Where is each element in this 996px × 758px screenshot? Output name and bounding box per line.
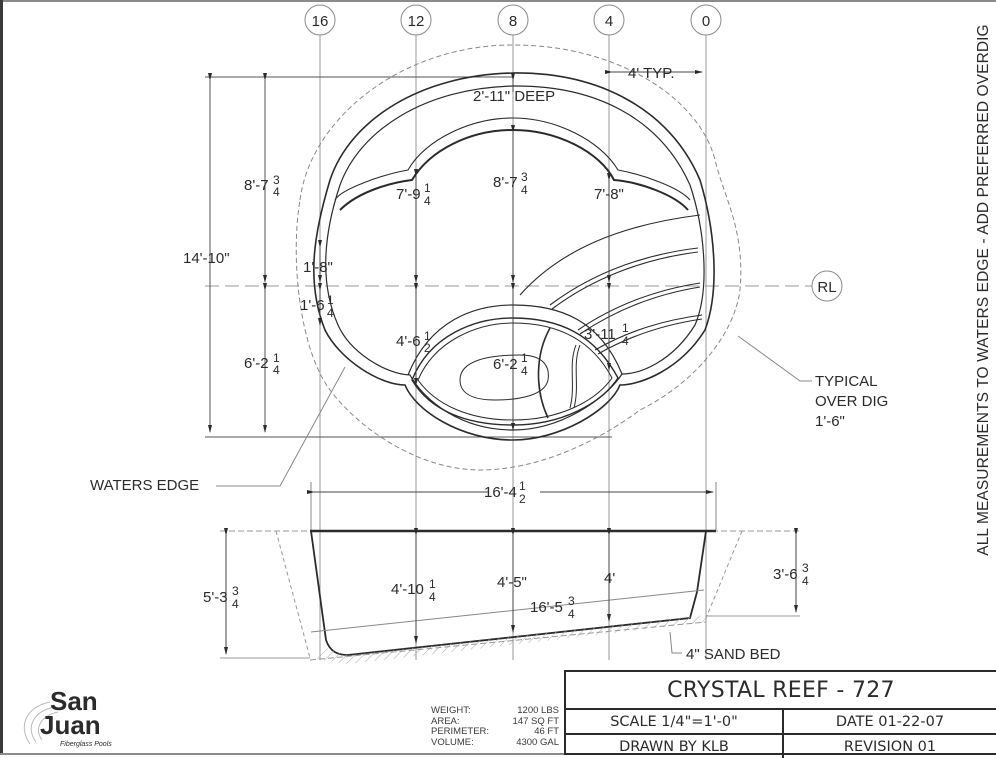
sheet-border-left [0,0,3,755]
floor-length-whole: 16'-5 [530,599,563,616]
overdig-callout-1: TYPICAL [815,373,878,390]
typ-spacing-label: 4' TYP. [628,65,675,82]
date-cell: DATE 01-22-07 [835,713,945,730]
station-label-8: 8 [509,13,517,30]
svg-text:3: 3 [568,594,575,608]
overdig-leader [737,335,812,382]
sheet-border-top [0,0,996,2]
svg-text:4: 4 [802,574,809,588]
svg-text:1: 1 [327,293,334,307]
overall-length-label: 14'-10" [183,250,230,267]
station-label-4: 4 [605,13,613,30]
deep-total-whole: 3'-6 [773,566,798,583]
svg-text:1: 1 [622,321,629,335]
drawing-title: CRYSTAL REEF - 727 [566,672,996,710]
svg-text:1: 1 [429,577,436,591]
pool-specs: WEIGHT:1200 LBS AREA:147 SQ FT PERIMETER… [431,705,559,748]
svg-text:6'-2: 6'-2 [493,356,518,373]
svg-text:1: 1 [424,329,431,343]
measurement-note: ALL MEASUREMENTS TO WATERS EDGE - ADD PR… [975,24,992,556]
svg-text:1: 1 [424,181,431,195]
waters-edge-callout: WATERS EDGE [90,477,199,494]
station-label-0: 0 [702,13,710,30]
svg-text:4: 4 [327,306,334,320]
svg-text:1'-8": 1'-8" [303,259,333,276]
station-label-16: 16 [312,13,329,30]
overdig-callout-3: 1'-6" [815,413,845,430]
svg-text:2: 2 [519,492,526,506]
upper-length-whole: 8'-7 [244,177,269,194]
station-label-12: 12 [408,13,425,30]
svg-text:4: 4 [273,363,280,377]
lower-length-whole: 6'-2 [244,355,269,372]
svg-text:3: 3 [273,173,280,187]
svg-text:1: 1 [519,479,526,493]
svg-text:Juan: Juan [40,710,101,740]
svg-text:1'-6: 1'-6 [300,297,325,314]
svg-text:1: 1 [273,351,280,365]
svg-text:3: 3 [232,584,239,598]
depth-12-whole: 4'-10 [391,581,424,598]
sand-bed-label: 4" SAND BED [686,646,781,663]
pool-outer-shell [313,72,715,441]
title-block: CRYSTAL REEF - 727 SCALE 1/4"=1'-0" DATE… [564,670,996,758]
overdig-outline [295,44,742,471]
svg-text:4: 4 [424,194,431,208]
svg-text:7'-9: 7'-9 [396,186,421,203]
spec-area: AREA:147 SQ FT [431,715,559,727]
sheet-border-bottom [0,753,996,755]
station-bubbles [304,4,843,302]
scale-cell: SCALE 1/4"=1'-0" [566,710,784,733]
svg-text:San: San [50,686,98,716]
spec-weight: WEIGHT:1200 LBS [431,705,559,716]
svg-text:4: 4 [429,590,436,604]
svg-text:3: 3 [521,170,528,184]
bench-outline [411,317,619,426]
drawn-by-cell: DRAWN BY KLB [566,735,784,758]
svg-text:4: 4 [521,364,528,378]
san-juan-logo: San Juan Fiberglass Pools [23,686,112,748]
svg-text:2: 2 [424,341,431,355]
svg-text:4'-6: 4'-6 [396,333,421,350]
svg-text:4: 4 [273,185,280,199]
svg-text:1: 1 [521,351,528,365]
waters-edge-line [325,85,705,431]
centerline-label: RL [817,279,836,296]
svg-text:4: 4 [568,607,575,621]
svg-text:3: 3 [802,561,809,575]
revision-cell: REVISION 01 [843,738,937,755]
overdig-callout-2: OVER DIG [815,393,888,410]
section-view [220,528,800,664]
deep-end-label: 2'-11" DEEP [473,88,555,105]
svg-text:8'-7: 8'-7 [493,174,518,191]
svg-text:7'-8": 7'-8" [594,186,624,203]
overall-width-whole: 16'-4 [484,484,517,501]
svg-text:Fiberglass Pools: Fiberglass Pools [60,741,112,748]
depth-8-label: 4'-5" [497,574,527,591]
spec-perimeter: PERIMETER:46 FT [431,726,559,737]
svg-text:3'-11: 3'-11 [584,326,616,343]
shallow-total-whole: 5'-3 [203,589,228,606]
depth-4-label: 4' [604,570,615,587]
svg-text:4: 4 [232,597,239,611]
svg-text:4: 4 [521,183,528,197]
waters-edge-leader [216,366,346,487]
step-seats [519,214,703,355]
svg-text:4: 4 [622,334,629,348]
spec-volume: VOLUME:4300 GAL [431,736,559,748]
